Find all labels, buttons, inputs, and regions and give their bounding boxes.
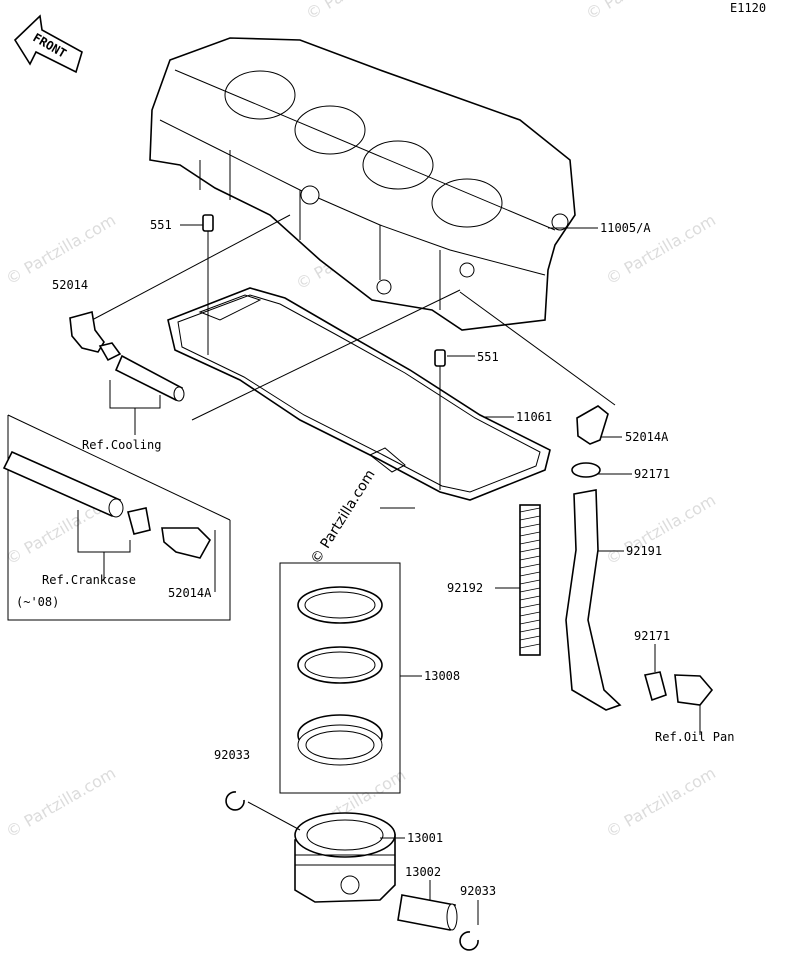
part-label-fitting: 52014A [625,430,669,444]
watermark: © Partzilla.com [3,210,119,288]
part-label-pin: 13002 [405,865,441,879]
cylinder-block [149,37,576,331]
water-fitting-left [69,310,185,402]
ref-label-oil-pan: Ref.Oil Pan [655,730,734,744]
circlip-leader [247,801,301,831]
part-label-gasket: 11061 [516,410,552,424]
front-arrow-icon: FRONT [13,14,83,74]
piston-pin [397,894,458,931]
part-label-fitting: 52014 [52,278,88,292]
part-label-ring-set: 13008 [424,669,460,683]
part-label-clamp: 92171 [634,629,670,643]
dowel-pin [202,214,214,232]
part-label-dowel: 551 [150,218,172,232]
ref-label-crankcase-years: (~'08) [16,595,59,609]
leader-lines [91,214,632,592]
part-label-stud: 92192 [447,581,483,595]
part-label-cylinder: 11005/A [600,221,651,235]
crankcase-ref-box [2,414,231,621]
watermark: © Partzilla.com [603,763,719,841]
ref-label-cooling: Ref.Cooling [82,438,161,452]
part-label-dowel: 551 [477,350,499,364]
part-label-circlip: 92033 [460,884,496,898]
watermark: © Partzilla.com [3,763,119,841]
dowel-pin [434,349,446,367]
circlip [225,791,245,811]
watermark: © Partzilla.com [303,0,419,23]
ref-cooling-bracket [109,380,161,435]
piston-ring-set [279,562,422,794]
piston [294,812,396,903]
circlip [459,931,479,951]
watermark: © Partzilla.com [583,0,699,23]
ref-label-crankcase: Ref.Crankcase [42,573,136,587]
part-label-hose: 92191 [626,544,662,558]
cylinder-gasket [167,287,551,501]
oil-fitting-right [565,405,714,711]
watermark: © Partzilla.com [308,467,379,567]
part-label-fitting: 52014A [168,586,212,600]
part-label-piston: 13001 [407,831,443,845]
part-label-clamp: 92171 [634,467,670,481]
part-label-circlip: 92033 [214,748,250,762]
stud-bolt [519,504,541,656]
diagram-code: E1120 [730,1,766,15]
